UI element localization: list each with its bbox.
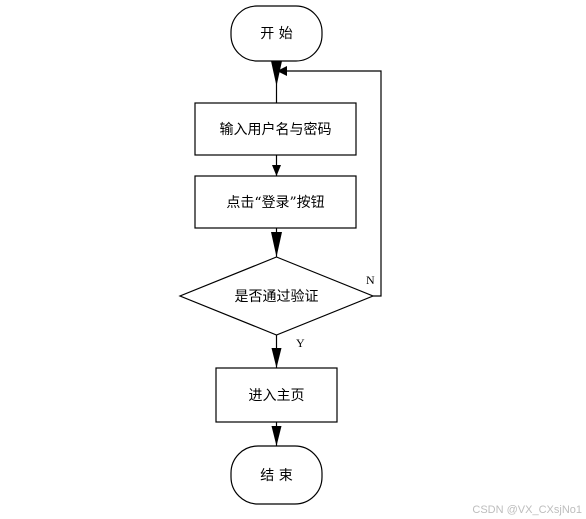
start-node: 开 始 [230, 5, 323, 62]
arrowhead-no-loop [277, 66, 287, 76]
no-label: N [366, 273, 375, 287]
click-login-node: 点击“登录”按钮 [194, 175, 357, 229]
input-credentials-node: 输入用户名与密码 [194, 102, 357, 156]
watermark: CSDN @VX_CXsjNo1 [472, 504, 582, 516]
end-node: 结 束 [230, 445, 323, 505]
verification-decision-label: 是否通过验证 [235, 289, 319, 305]
arrowhead-home-to-end [271, 426, 282, 446]
start-label: 开 始 [260, 26, 292, 42]
yes-label: Y [296, 336, 305, 350]
input-credentials-label: 输入用户名与密码 [220, 121, 332, 138]
end-label: 结 束 [260, 468, 292, 484]
arrowhead-yes-to-home [271, 348, 282, 368]
arrowhead-click-to-check [271, 232, 282, 257]
arrowhead-start-to-input [271, 61, 282, 86]
enter-home-label: 进入主页 [249, 388, 305, 404]
enter-home-node: 进入主页 [215, 367, 338, 423]
edge-check-no-loop [277, 70, 382, 297]
arrowhead-input-to-click [272, 165, 281, 176]
verification-decision-node: 是否通过验证 [178, 256, 375, 336]
click-login-label: 点击“登录”按钮 [226, 195, 324, 211]
